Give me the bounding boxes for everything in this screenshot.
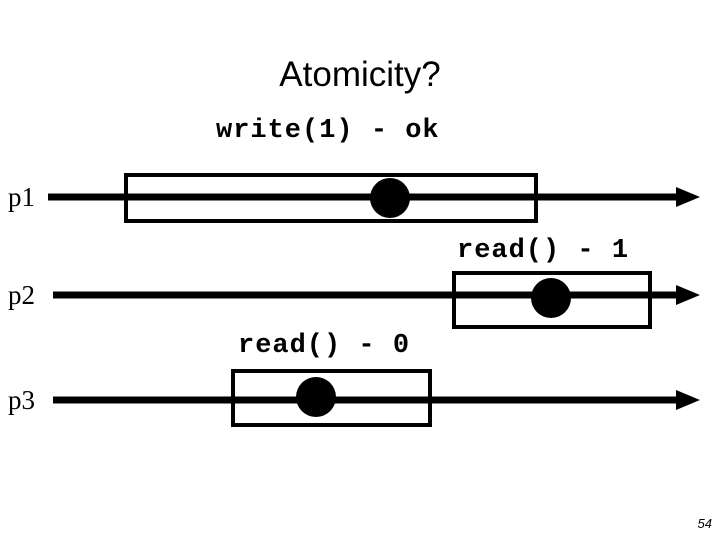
linearization-point-p1 (370, 178, 410, 218)
arrowhead-p3 (676, 390, 700, 410)
operation-label-read-0: read() - 0 (238, 331, 411, 361)
operation-label-read-1: read() - 1 (457, 236, 630, 266)
linearization-point-p2 (531, 278, 571, 318)
operation-interval-p2 (452, 271, 652, 329)
timeline-p2 (53, 271, 700, 329)
process-label-p3: p3 (8, 385, 35, 415)
operation-interval-p3 (231, 369, 432, 427)
arrowhead-p1 (676, 187, 700, 207)
timeline-p3 (53, 369, 700, 427)
timeline-p1 (48, 173, 700, 223)
linearization-point-p3 (296, 377, 336, 417)
operation-label-write: write(1) - ok (216, 116, 440, 146)
process-label-p1: p1 (8, 182, 35, 212)
arrowhead-p2 (676, 285, 700, 305)
operation-interval-p1 (124, 173, 538, 223)
page-title: Atomicity? (279, 55, 441, 94)
process-label-p2: p2 (8, 280, 35, 310)
slide-page-number: 54 (697, 516, 712, 531)
